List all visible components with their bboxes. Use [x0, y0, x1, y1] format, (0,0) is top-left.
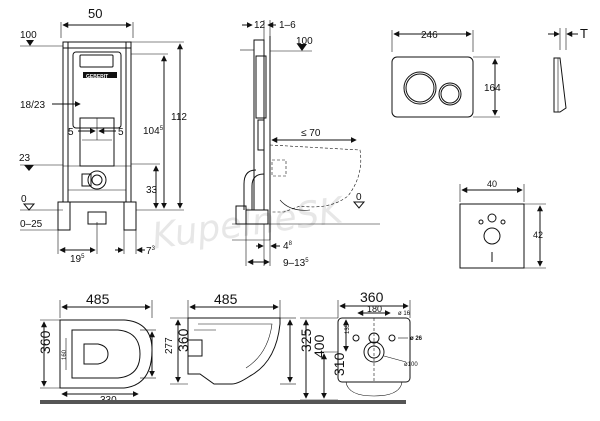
side-frame-view: 12 1–6 100 ≤ 70 0 — [232, 20, 380, 269]
side-floor: 0 — [356, 192, 362, 203]
center-left-label: 5 — [68, 127, 74, 138]
soundproof-mat — [459, 203, 525, 269]
front-flush-height: 100 — [20, 30, 37, 41]
side-depth: 360 — [175, 328, 191, 352]
plate-height: 164 — [484, 83, 501, 94]
front-left-offset: 195 — [70, 254, 85, 265]
front-height-inner: 1045 — [143, 126, 164, 137]
back-hole-mid: ø 26 — [410, 336, 423, 342]
bowl-outline-side — [187, 317, 281, 385]
front-floor: 0 — [21, 194, 27, 205]
front-floor-range: 0–25 — [20, 219, 43, 230]
side-depth-a: 48 — [283, 241, 293, 252]
back-width: 360 — [360, 289, 384, 305]
center-right-label: 5 — [118, 127, 124, 138]
flush-plate — [391, 56, 474, 118]
mat-width: 40 — [487, 179, 497, 189]
front-bracket-height: 33 — [146, 185, 158, 196]
top-depth: 360 — [37, 330, 53, 354]
inset-label: 18/23 — [20, 100, 45, 111]
side-top-right: 1–6 — [279, 20, 296, 31]
soundproof-mat-view: 40 42 — [459, 179, 546, 269]
top-width: 485 — [86, 291, 110, 307]
back-height-b: 310 — [331, 352, 347, 376]
side-top-left: 12 — [254, 20, 266, 31]
toilet-side-view: 485 360 325 — [170, 291, 314, 385]
back-drain: ø100 — [404, 362, 418, 368]
side-depth-b: 9–135 — [283, 258, 309, 269]
front-right-offset: 73 — [146, 246, 156, 257]
toilet-top-view: 485 160 360 277 330 — [37, 291, 175, 406]
flush-plate-view: 246 164 T — [391, 26, 588, 118]
side-projection: ≤ 70 — [301, 128, 321, 139]
plate-width: 246 — [421, 30, 438, 41]
back-bolt-spacing: 180 — [367, 304, 382, 314]
top-inner-depth: 277 — [164, 337, 175, 354]
flush-button-large — [403, 71, 437, 105]
flush-button-small — [438, 82, 462, 106]
brand-label: GEBERIT — [86, 74, 108, 80]
top-seat-offset: 160 — [62, 349, 68, 360]
plate-thickness-label: T — [580, 26, 588, 41]
back-height-a: 135 — [345, 323, 351, 334]
front-height-total: 112 — [171, 112, 187, 123]
side-flush-height: 100 — [296, 36, 313, 47]
floor-bar — [40, 400, 406, 404]
mat-height: 42 — [533, 230, 543, 240]
front-width-label: 50 — [88, 6, 102, 21]
front-frame-view: 50 GEBERIT 100 23 0 — [19, 6, 187, 265]
side-width: 485 — [214, 291, 238, 307]
back-height-total: 400 — [311, 334, 327, 358]
front-pipe-height: 23 — [19, 153, 31, 164]
back-hole-small: ø 16 — [398, 311, 411, 317]
toilet-back-view: 360 180 ø 16 ø 26 ø100 135 400 310 — [300, 289, 423, 401]
